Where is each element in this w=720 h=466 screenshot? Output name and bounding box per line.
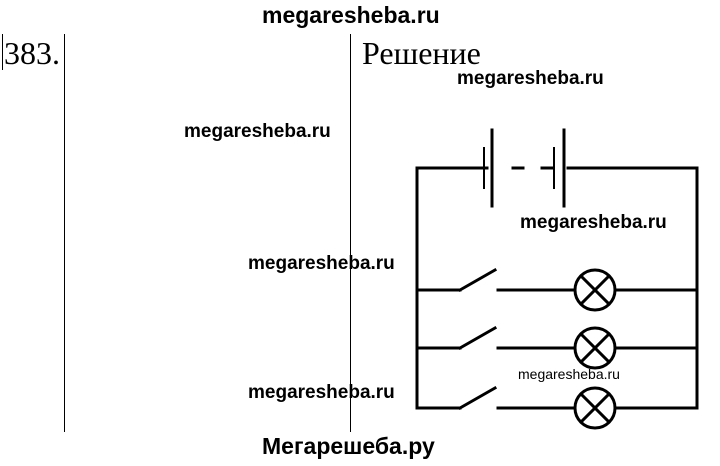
table-divider-2 bbox=[350, 34, 351, 432]
branch-3-switch-lever bbox=[457, 385, 498, 411]
watermark-2: megaresheba.ru bbox=[184, 121, 331, 142]
watermark-5: megaresheba.ru bbox=[518, 366, 620, 382]
branch-2-switch-lever bbox=[457, 325, 498, 351]
watermark-6: megaresheba.ru bbox=[248, 382, 395, 403]
watermark-3: megaresheba.ru bbox=[520, 212, 667, 233]
table-divider-1 bbox=[64, 34, 65, 432]
branch-1-lamp-cross-b bbox=[578, 273, 612, 307]
table-left-border bbox=[2, 34, 3, 70]
problem-number: 383. bbox=[4, 35, 60, 71]
solution-heading: Решение bbox=[362, 35, 481, 71]
branch-1-switch-lever bbox=[457, 267, 498, 293]
branch-3-lamp-cross-b bbox=[578, 391, 612, 425]
watermark-1: megaresheba.ru bbox=[457, 68, 604, 89]
footer-site-watermark: Мегарешеба.ру bbox=[262, 433, 435, 459]
branch-2-lamp-cross-b bbox=[578, 331, 612, 365]
watermark-4: megaresheba.ru bbox=[248, 253, 395, 274]
header-site-watermark: megaresheba.ru bbox=[262, 2, 440, 28]
